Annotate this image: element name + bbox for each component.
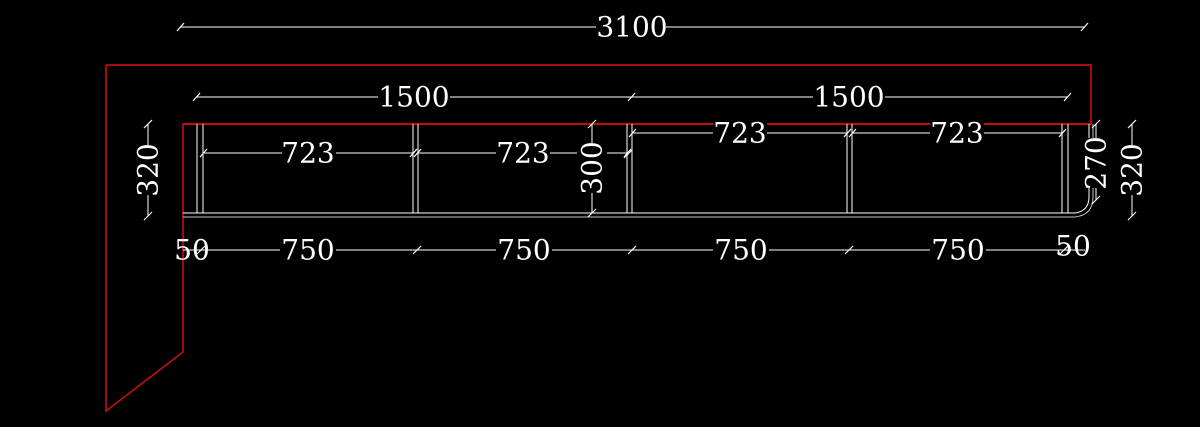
cabinet-end-curve <box>1074 124 1090 214</box>
dim-text-3100: 3100 <box>596 11 667 44</box>
dim-text-300: 300 <box>576 141 609 194</box>
dim-shelf-height: 300 <box>576 119 633 218</box>
dim-depth-left: 320 <box>132 119 165 221</box>
dim-text-320-right: 320 <box>1116 143 1149 196</box>
dim-text-50-left: 50 <box>174 234 210 267</box>
dim-text-1500-left: 1500 <box>378 81 449 114</box>
dim-text-320-left: 320 <box>132 143 165 196</box>
dim-inner-depth-right: 270 <box>1080 119 1113 205</box>
dim-text-723-1: 723 <box>281 137 334 170</box>
dim-compartments: 723 723 723 723 <box>199 117 1067 170</box>
dim-text-723-2: 723 <box>496 137 549 170</box>
cabinet-end-curve-outer <box>1074 124 1094 218</box>
dim-text-750-4: 750 <box>931 234 984 267</box>
dim-text-750-1: 750 <box>281 234 334 267</box>
dim-text-270: 270 <box>1080 136 1113 189</box>
dim-text-750-3: 750 <box>714 234 767 267</box>
dim-bottom-segments: 50 750 750 750 750 50 <box>174 230 1091 267</box>
dim-text-723-4: 723 <box>930 117 983 150</box>
dim-text-750-2: 750 <box>497 234 550 267</box>
dim-text-723-3: 723 <box>713 117 766 150</box>
cabinet-body <box>183 124 1094 218</box>
dim-text-1500-right: 1500 <box>813 81 884 114</box>
dim-section-widths: 1500 1500 <box>192 81 1072 114</box>
dim-depth-right: 320 <box>1116 119 1149 221</box>
dim-text-50-right: 50 <box>1055 230 1091 263</box>
dim-overall-width: 3100 <box>176 11 1089 44</box>
